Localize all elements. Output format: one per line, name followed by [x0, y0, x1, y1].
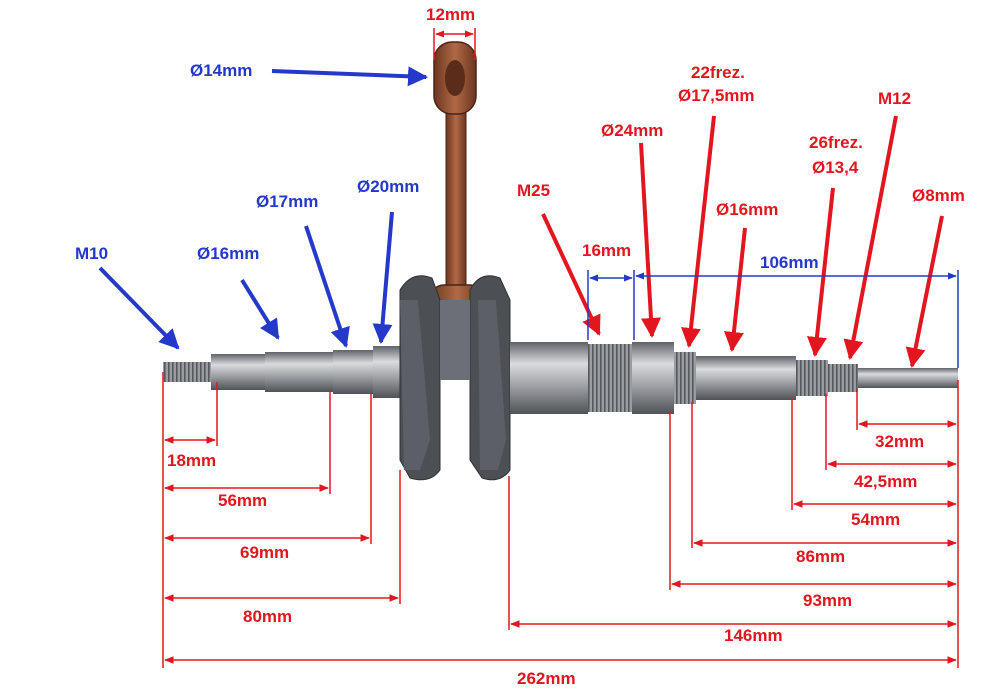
- label-m12: M12: [878, 89, 911, 108]
- label-len-262: 262mm: [517, 669, 576, 688]
- dim-rod-width: 12mm: [426, 5, 476, 60]
- label-len-425: 42,5mm: [854, 472, 917, 491]
- label-left-d17: Ø17mm: [256, 192, 318, 211]
- label-right-d16: Ø16mm: [716, 200, 778, 219]
- label-right-d175: Ø17,5mm: [678, 86, 755, 105]
- label-m25: M25: [517, 181, 550, 200]
- label-len-86: 86mm: [796, 547, 845, 566]
- label-left-d16: Ø16mm: [197, 244, 259, 263]
- label-rod-bore: Ø14mm: [190, 61, 252, 80]
- label-len-93: 93mm: [803, 591, 852, 610]
- label-seg-106: 106mm: [760, 253, 819, 272]
- label-left-d20: Ø20mm: [357, 177, 419, 196]
- label-right-d24: Ø24mm: [601, 121, 663, 140]
- label-len-54: 54mm: [851, 510, 900, 529]
- left-shaft: [163, 346, 403, 398]
- blue-callouts: Ø14mm M10 Ø16mm Ø17mm Ø20mm: [75, 61, 428, 350]
- crankshaft: [163, 41, 958, 481]
- label-len-56: 56mm: [218, 491, 267, 510]
- label-seg-16: 16mm: [582, 241, 631, 260]
- label-spline26: 26frez.: [809, 133, 863, 152]
- crank-webs: [399, 275, 511, 481]
- red-dimensions: 18mm 56mm 69mm 80mm 32mm 42,5mm 54mm 86m…: [162, 372, 959, 688]
- blue-dimensions: 16mm 106mm: [582, 241, 959, 368]
- label-len-18: 18mm: [167, 451, 216, 470]
- right-shaft: [510, 342, 958, 414]
- label-len-32: 32mm: [875, 432, 924, 451]
- label-right-d134: Ø13,4: [812, 158, 859, 177]
- label-rod-width: 12mm: [426, 5, 475, 24]
- label-len-80: 80mm: [243, 607, 292, 626]
- label-len-69: 69mm: [240, 543, 289, 562]
- red-callouts: M25 Ø24mm 22frez. Ø17,5mm Ø16mm 26frez. …: [517, 63, 965, 368]
- label-right-d8: Ø8mm: [912, 186, 965, 205]
- label-spline22: 22frez.: [691, 63, 745, 82]
- label-len-146: 146mm: [724, 626, 783, 645]
- label-m10: M10: [75, 244, 108, 263]
